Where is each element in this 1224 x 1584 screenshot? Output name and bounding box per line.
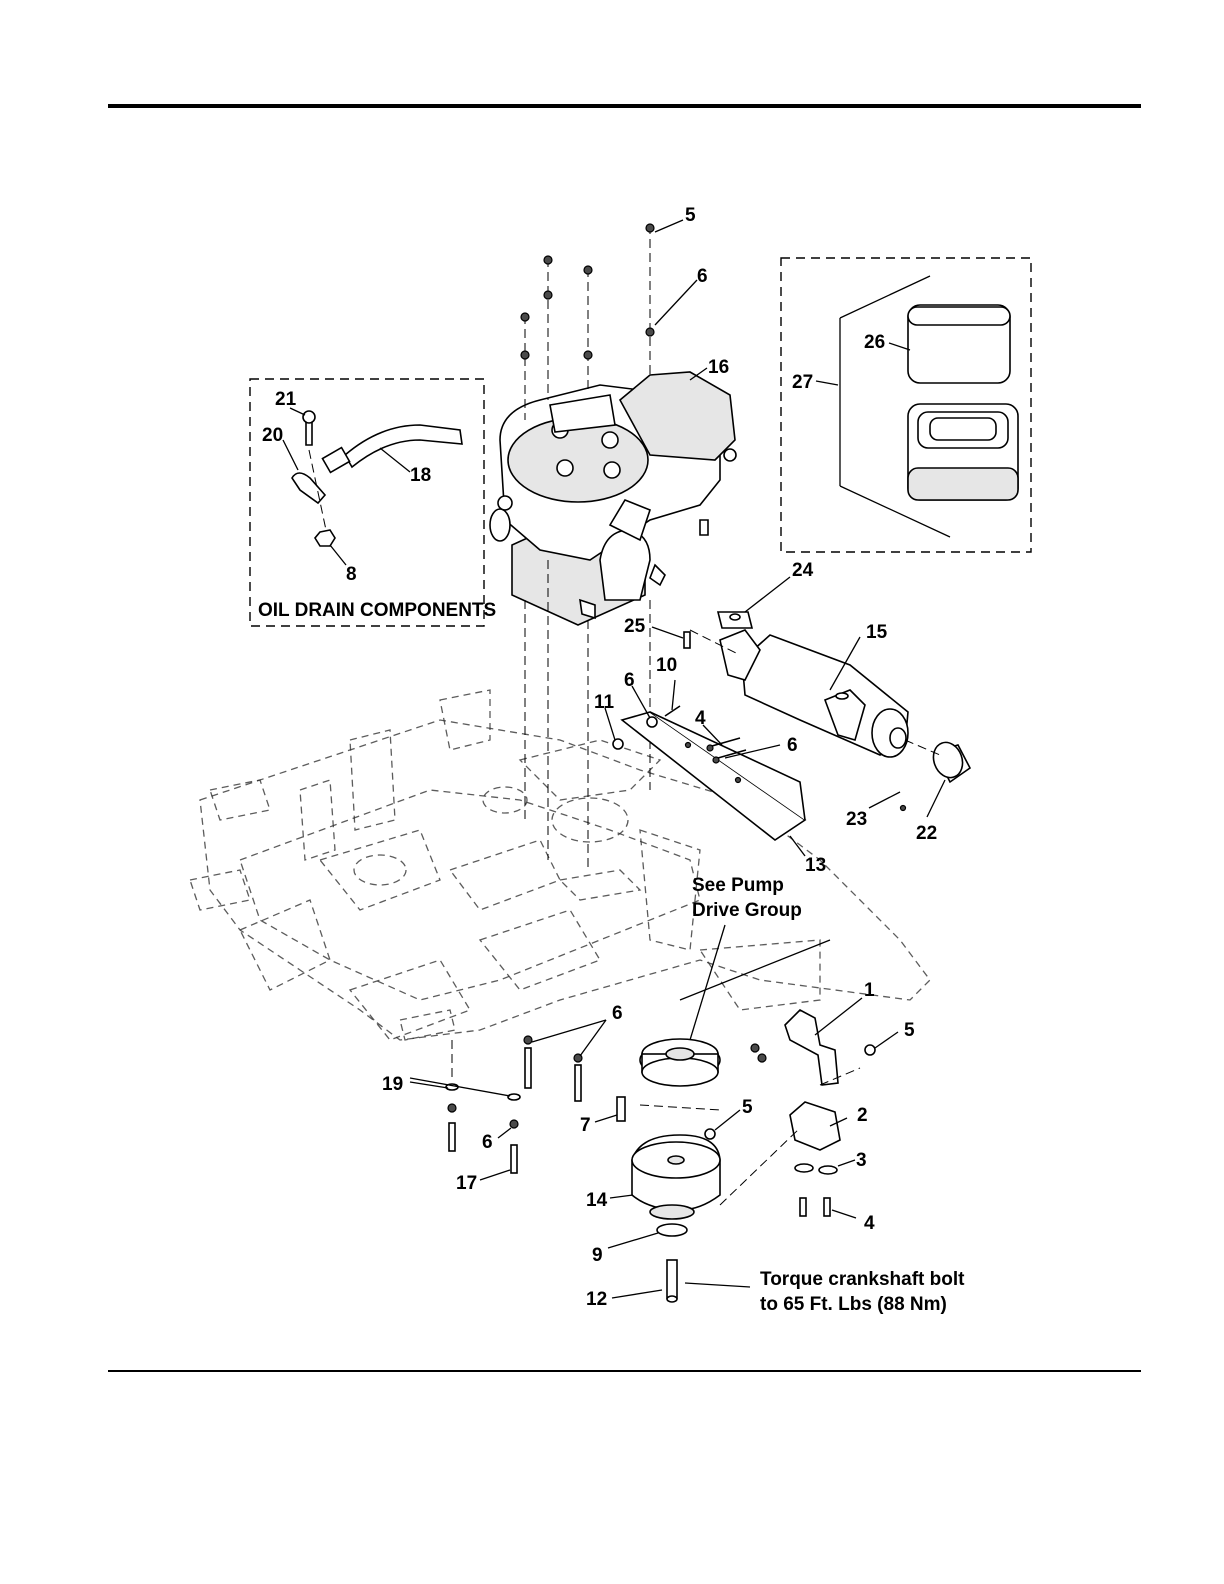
callout-11: 11: [594, 692, 615, 713]
callout-4: 4: [695, 708, 706, 729]
callout-2: 2: [857, 1105, 868, 1126]
callout-6: 6: [482, 1132, 493, 1153]
callout-5: 5: [904, 1020, 915, 1041]
callout-7: 7: [580, 1115, 591, 1136]
leader-lines: [283, 220, 945, 1298]
callout-6: 6: [624, 670, 635, 691]
callout-27: 27: [792, 372, 813, 393]
callout-18: 18: [410, 465, 431, 486]
engine-assembly: [490, 372, 736, 625]
callout-10: 10: [656, 655, 677, 676]
callout-17: 17: [456, 1173, 477, 1194]
callout-21: 21: [275, 389, 297, 410]
callout-26: 26: [864, 332, 885, 353]
torque-note-line-1: Torque crankshaft bolt: [760, 1269, 965, 1290]
callout-23: 23: [846, 809, 867, 830]
callout-labels: 5 6 16 26 27 21 20 18 8 24 25 15 10 6 11…: [262, 205, 937, 1310]
pump-note-line-1: See Pump: [692, 875, 784, 896]
callout-6: 6: [787, 735, 798, 756]
callout-13: 13: [805, 855, 826, 876]
callout-22: 22: [916, 823, 937, 844]
heat-shield: [613, 706, 805, 840]
callout-25: 25: [624, 616, 646, 637]
oil-drain-box: [250, 379, 484, 626]
callout-4: 4: [864, 1213, 875, 1234]
callout-12: 12: [586, 1289, 607, 1310]
callout-5: 5: [685, 205, 696, 226]
oil-drain-components-title: OIL DRAIN COMPONENTS: [258, 600, 496, 621]
callout-20: 20: [262, 425, 283, 446]
torque-note-line-2: to 65 Ft. Lbs (88 Nm): [760, 1294, 947, 1315]
callout-24: 24: [792, 560, 814, 581]
callout-3: 3: [856, 1150, 867, 1171]
callout-1: 1: [864, 980, 875, 1001]
callout-6: 6: [612, 1003, 623, 1024]
lower-components: [446, 940, 875, 1302]
callout-16: 16: [708, 357, 729, 378]
air-filter-box: [781, 258, 1031, 552]
callout-14: 14: [586, 1190, 608, 1211]
pump-note-line-2: Drive Group: [692, 900, 802, 921]
callout-19: 19: [382, 1074, 403, 1095]
callout-15: 15: [866, 622, 888, 643]
callout-8: 8: [346, 564, 357, 585]
callout-5: 5: [742, 1097, 753, 1118]
callout-9: 9: [592, 1245, 603, 1266]
callout-6: 6: [697, 266, 708, 287]
